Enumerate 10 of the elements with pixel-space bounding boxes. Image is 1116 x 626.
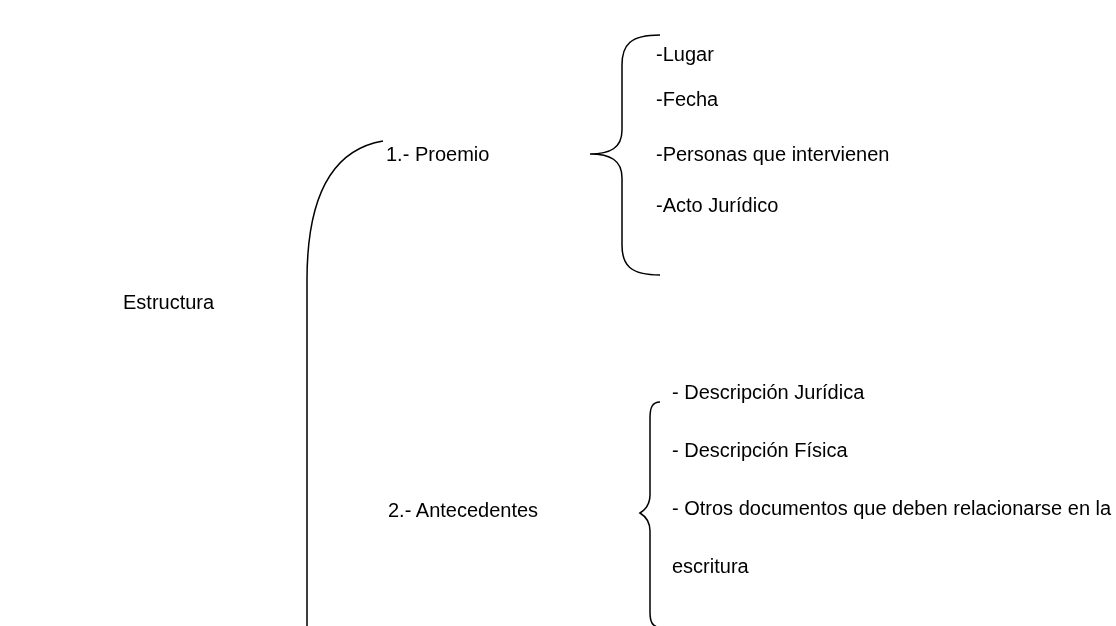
item-label: - Descripción Jurídica (672, 380, 865, 404)
root-label: Estructura (123, 290, 215, 314)
item-label: -Lugar (656, 42, 714, 66)
item-label: -Personas que intervienen (656, 142, 890, 166)
branch-label: 2.- Antecedentes (388, 498, 539, 522)
item-label: - Descripción Física (672, 438, 848, 462)
item-label: -Fecha (656, 87, 719, 111)
branch-label: 1.- Proemio (386, 142, 490, 166)
item-label: -Acto Jurídico (656, 193, 779, 217)
item-label: - Otros documentos que deben relacionarse en la escritura (672, 496, 1113, 579)
